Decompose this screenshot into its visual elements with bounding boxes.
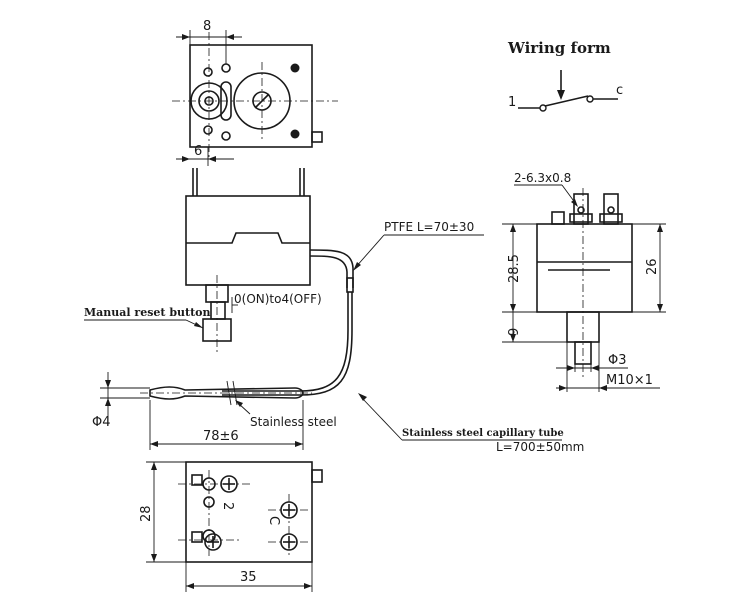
front-view: 2-6.3x0.8 28.5 9 26 Φ3 M1 <box>502 171 666 392</box>
top-view-dim-offset: 6 <box>194 144 202 159</box>
bottom-view: 2 C 28 35 <box>139 461 323 592</box>
bottom-view-width: 35 <box>240 570 257 585</box>
probe-material-label: Stainless steel <box>250 415 337 429</box>
probe-length: 78±6 <box>203 429 239 444</box>
wiring-form-title: Wiring form <box>507 39 611 57</box>
bottom-view-body <box>185 461 313 563</box>
front-view-height-body: 28.5 <box>507 254 522 283</box>
front-view-height-total: 26 <box>645 258 660 275</box>
side-view-bracket <box>186 232 310 244</box>
wiring-contact-1 <box>539 104 547 112</box>
bottom-view-height: 28 <box>139 505 154 522</box>
top-view-terminal-stub <box>311 131 323 143</box>
side-view-body <box>185 195 311 286</box>
range-label: 0(ON)to4(OFF) <box>234 292 322 306</box>
capillary-tube <box>222 292 353 396</box>
side-view: 0(ON)to4(OFF) Manual reset button PTFE L… <box>84 168 584 454</box>
top-view-dim-width: 8 <box>203 19 211 34</box>
wiring-terminal-c: c <box>616 83 623 98</box>
front-view-shaft-diameter: Φ3 <box>608 353 627 368</box>
reset-button-label: Manual reset button <box>84 306 211 319</box>
top-view-body <box>189 44 313 148</box>
ptfe-label: PTFE L=70±30 <box>384 220 474 234</box>
front-view-thread: M10×1 <box>606 373 653 388</box>
probe-diameter: Φ4 <box>92 415 111 430</box>
front-view-shaft-height: 9 <box>507 328 522 336</box>
top-view: 8 6 <box>172 19 338 166</box>
capillary-label: Stainless steel capillary tube <box>402 428 564 439</box>
front-view-body <box>536 223 633 313</box>
wiring-terminal-1: 1 <box>508 95 516 110</box>
tab-label: 2-6.3x0.8 <box>514 171 571 185</box>
wiring-contact-c <box>586 95 594 103</box>
wiring-form: Wiring form 1 c <box>507 39 623 112</box>
bottom-view-terminal-2: 2 <box>220 502 235 510</box>
wiring-arrow-icon <box>557 90 565 100</box>
bottom-view-terminal-c: C <box>266 516 281 525</box>
capillary-length: L=700±50mm <box>496 440 584 454</box>
